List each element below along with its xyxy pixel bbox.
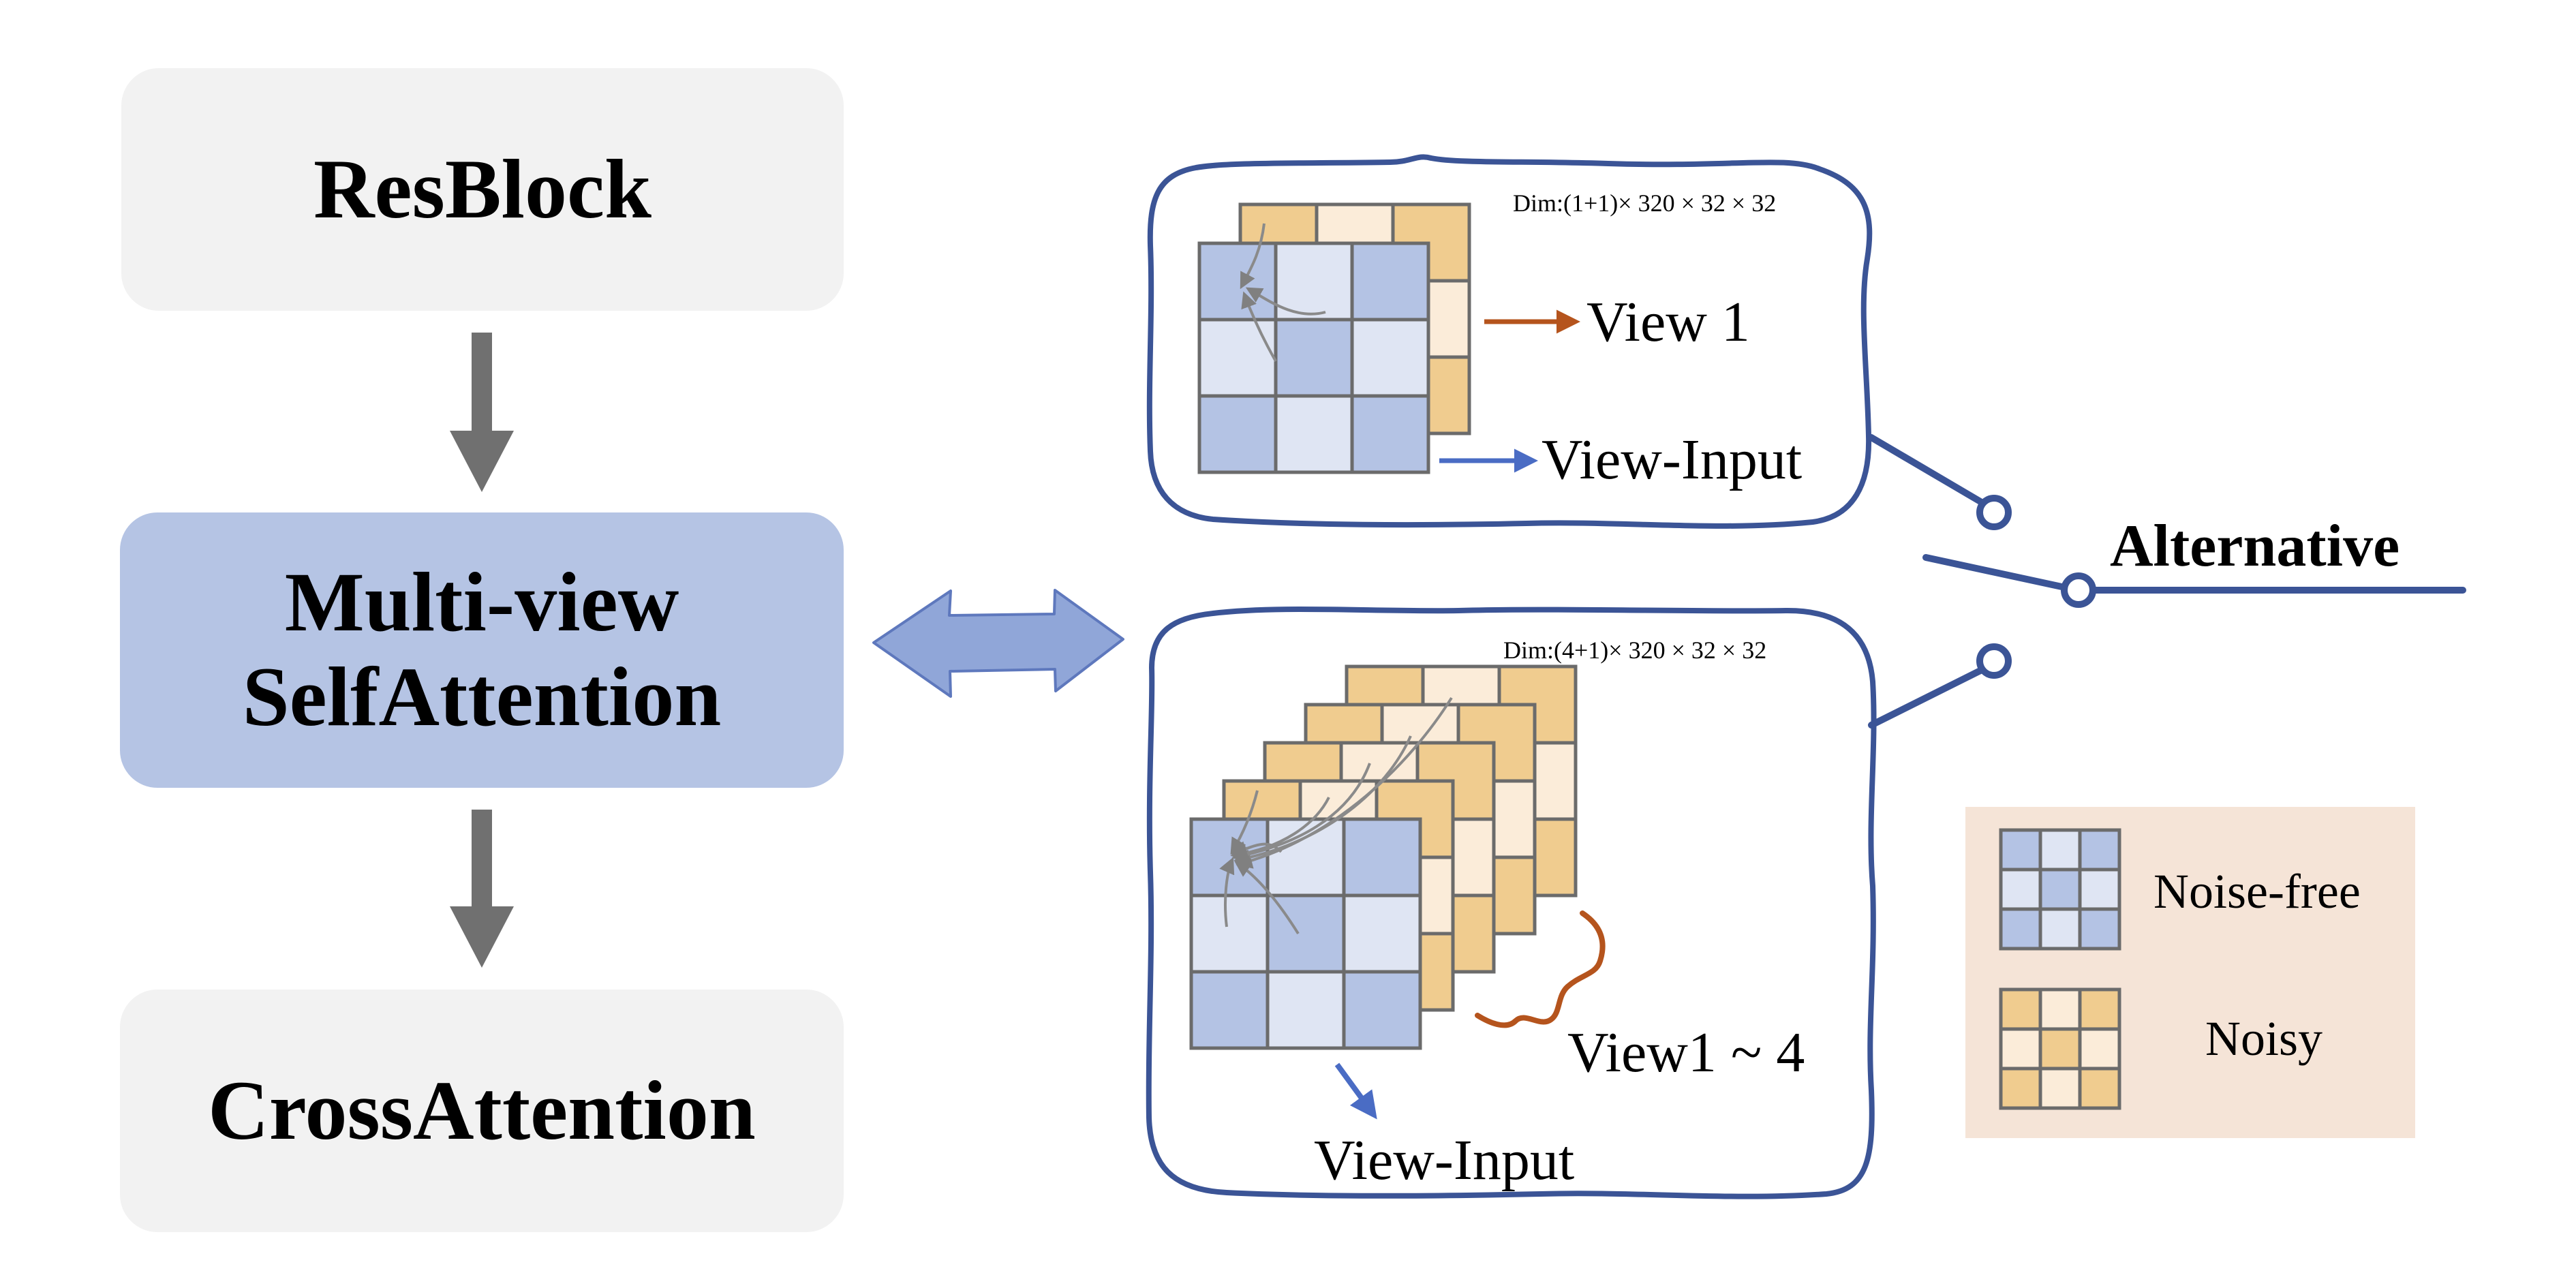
switch-terminal-top	[1976, 495, 2012, 530]
tile-cell	[2038, 868, 2082, 911]
switch-terminal-bottom	[1976, 643, 2012, 679]
tile-cell	[1197, 241, 1278, 322]
down-arrow-1	[450, 333, 514, 492]
tile-cell	[2078, 868, 2121, 911]
panel-bottom-dim: Dim:(4+1)× 320 × 32 × 32	[1503, 637, 1766, 664]
tile-cell	[2078, 987, 2121, 1031]
panel-bottom-input-label: View-Input	[1314, 1129, 1574, 1192]
tile-cell	[2038, 987, 2082, 1031]
tile-cell	[1350, 318, 1430, 398]
panel-top-view-label: View 1	[1586, 290, 1750, 354]
tile-cell	[2078, 828, 2121, 872]
switch-pivot	[2061, 572, 2096, 608]
resblock-label: ResBlock	[313, 142, 651, 236]
tile-cell	[2038, 907, 2082, 951]
down-arrow-2	[450, 810, 514, 968]
tile-cell	[1999, 907, 2042, 951]
legend-noise-free-label: Noise-free	[2153, 864, 2361, 919]
resblock-block: ResBlock	[121, 68, 844, 311]
multiview-selfattention-label: Multi-view SelfAttention	[243, 555, 722, 745]
view-range-brace	[1475, 910, 1606, 1028]
tile-cell	[2038, 1067, 2082, 1110]
tile-cell	[2078, 1027, 2121, 1071]
view-input-arrow-bottom	[1334, 1062, 1377, 1120]
multiview-label-line2: SelfAttention	[242, 650, 722, 743]
tile-cell	[1197, 394, 1278, 474]
tile-cell	[1274, 318, 1354, 398]
attention-curves-top	[1240, 223, 1326, 362]
tile-cell	[1197, 318, 1278, 398]
tile-cell	[1999, 987, 2042, 1031]
tile-cell	[1189, 970, 1270, 1050]
double-arrow	[872, 589, 1124, 698]
switch-label: Alternative	[2110, 513, 2399, 579]
tile-cell	[2078, 907, 2121, 951]
multiview-selfattention-block: Multi-view SelfAttention	[120, 512, 844, 788]
tile-cell	[2038, 1027, 2082, 1071]
legend-noisy-swatch	[1999, 987, 2121, 1110]
crossattention-block: CrossAttention	[120, 990, 844, 1232]
panel-top-input-label: View-Input	[1542, 428, 1802, 491]
bottom-noise-free-grid	[1189, 817, 1422, 1050]
tile-cell	[1274, 394, 1354, 474]
tile-cell	[1999, 868, 2042, 911]
tile-cell	[1342, 970, 1422, 1050]
feature-tiles	[1189, 202, 2121, 1110]
panel-top-dim: Dim:(1+1)× 320 × 32 × 32	[1513, 189, 1776, 217]
legend-noisy-label: Noisy	[2205, 1011, 2322, 1066]
tile-cell	[2078, 1067, 2121, 1110]
tile-cell	[1350, 241, 1430, 322]
crossattention-label: CrossAttention	[208, 1063, 756, 1157]
tile-cell	[1266, 970, 1346, 1050]
tile-cell	[1266, 817, 1346, 898]
tile-cell	[1342, 893, 1422, 974]
legend-noise-free-swatch	[1999, 828, 2121, 951]
attention-curves-bottom	[1219, 696, 1453, 935]
tile-cell	[1189, 817, 1270, 898]
tile-cell	[1999, 1027, 2042, 1071]
tile-cell	[2038, 828, 2082, 872]
tile-cell	[1189, 893, 1270, 974]
panel-bottom-view-label: View1 ~ 4	[1567, 1021, 1805, 1084]
tile-cell	[1999, 1067, 2042, 1110]
tile-cell	[1342, 817, 1422, 898]
top-noise-free-grid	[1197, 241, 1430, 474]
multiview-label-line1: Multi-view	[284, 555, 679, 649]
tile-cell	[1350, 394, 1430, 474]
tile-cell	[1999, 828, 2042, 872]
switch	[1868, 434, 2466, 729]
